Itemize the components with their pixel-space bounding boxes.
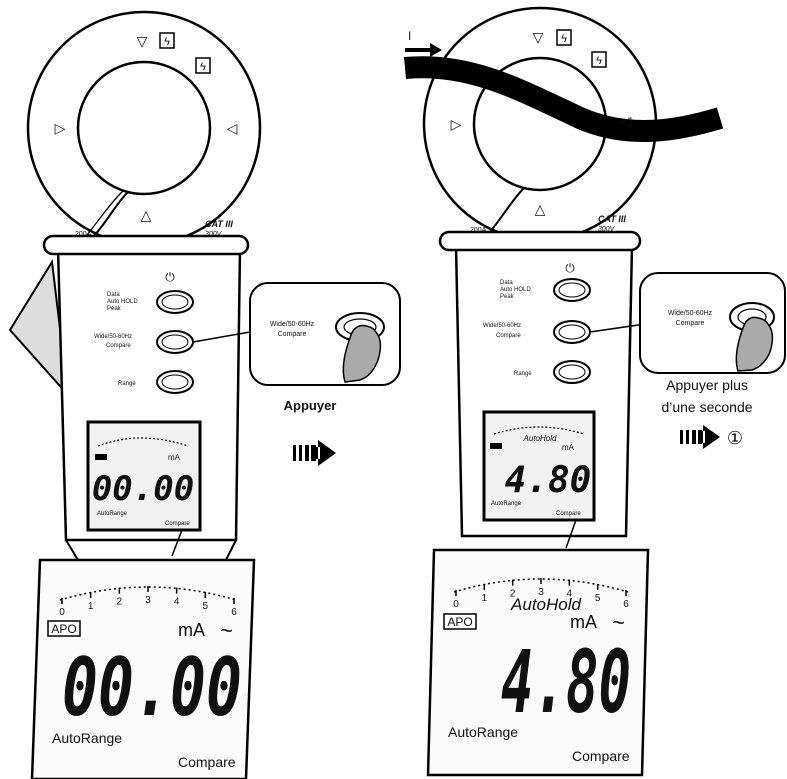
right-large-apo: APO xyxy=(447,615,472,629)
right-hold-label-2: Auto HOLD xyxy=(500,287,531,293)
left-marker-top: ▽ xyxy=(137,33,148,49)
right-meter-collar xyxy=(440,232,640,250)
left-meter-collar xyxy=(44,236,248,254)
left-large-scale-label: 0 xyxy=(59,607,65,618)
right-lightning-icon-1: ϟ xyxy=(561,33,567,45)
right-small-autohold: AutoHold xyxy=(523,434,557,443)
right-cat-rating: CAT III xyxy=(598,214,626,224)
left-wide-label-2: Compare xyxy=(106,343,131,349)
left-marker-right: ◁ xyxy=(227,120,238,136)
left-range-label: Range xyxy=(118,381,136,387)
left-large-scale-label: 1 xyxy=(88,601,94,612)
right-small-compare: Compare xyxy=(556,511,581,517)
right-large-unit: mA xyxy=(570,612,597,632)
right-range-label: Range xyxy=(514,371,532,377)
right-wide-label-1: Wide/50-60Hz xyxy=(483,323,521,329)
right-small-unit: mA xyxy=(562,443,575,452)
left-large-apo: APO xyxy=(51,622,76,636)
right-small-reading: 4.80 xyxy=(505,460,592,501)
right-lightning-icon-2: ϟ xyxy=(596,55,602,67)
current-label: I xyxy=(408,29,411,43)
right-hold-label-3: Peak xyxy=(500,294,515,300)
left-hold-label-1: Data xyxy=(107,292,120,298)
left-lightning-icon-1: ϟ xyxy=(164,36,170,48)
left-small-autorange: AutoRange xyxy=(97,511,128,517)
left-large-scale-label: 3 xyxy=(145,595,151,606)
step2-next-marker: ① xyxy=(727,428,743,448)
left-meter-lower-body xyxy=(66,540,236,560)
right-callout-line1: Wide/50-60Hz xyxy=(668,310,713,317)
right-large-reading: 4.80 xyxy=(501,633,631,733)
right-marker-right: ◁ xyxy=(621,113,632,129)
step1-arrow-icon xyxy=(293,440,336,466)
left-callout-line1: Wide/50-60Hz xyxy=(270,321,315,328)
left-marker-bottom: △ xyxy=(141,207,152,223)
right-large-compare: Compare xyxy=(572,748,630,764)
right-power-icon: ⏻ xyxy=(565,261,575,275)
right-small-autorange: AutoRange xyxy=(491,501,522,507)
left-lightning-icon-2: ϟ xyxy=(200,61,206,73)
left-hold-label-2: Auto HOLD xyxy=(107,299,138,305)
left-small-apo xyxy=(95,454,107,460)
left-small-reading: 00.00 xyxy=(92,469,194,509)
left-jaw-inner xyxy=(78,62,210,194)
current-arrow-icon xyxy=(405,43,442,57)
left-large-unit: mA xyxy=(178,620,205,640)
step1-instruction: Appuyer xyxy=(284,398,337,413)
left-large-scale-label: 4 xyxy=(174,597,180,608)
right-marker-left: ▷ xyxy=(451,116,462,132)
right-callout-line2: Compare xyxy=(676,320,705,327)
left-large-autorange: AutoRange xyxy=(52,730,122,746)
left-large-scale-label: 2 xyxy=(117,597,123,608)
right-small-apo xyxy=(490,443,502,449)
left-small-unit: mA xyxy=(168,453,181,462)
step2-instruction-line1: Appuyer plus xyxy=(666,377,748,393)
right-large-ac: ~ xyxy=(612,610,625,635)
left-cat-rating: CAT III xyxy=(205,219,233,229)
left-large-ac: ~ xyxy=(220,618,233,643)
right-large-autorange: AutoRange xyxy=(448,724,518,740)
right-large-scale-label: 0 xyxy=(453,599,459,610)
right-marker-bottom: △ xyxy=(535,201,546,217)
left-button-callout: Wide/50-60Hz Compare xyxy=(250,283,400,385)
step2-instruction-line2: d’une seconde xyxy=(661,399,752,415)
step2-arrow-icon xyxy=(680,425,720,449)
right-button-callout: Wide/50-60Hz Compare xyxy=(640,273,785,373)
left-large-scale-label: 6 xyxy=(231,607,237,618)
left-large-scale-label: 5 xyxy=(203,601,209,612)
left-small-compare: Compare xyxy=(165,521,190,527)
left-hold-label-3: Peak xyxy=(107,306,122,312)
right-large-scale-label: 6 xyxy=(623,599,629,610)
right-wide-label-2: Compare xyxy=(496,333,521,339)
right-marker-top: ▽ xyxy=(533,29,544,45)
left-callout-line2: Compare xyxy=(278,331,307,338)
right-large-scale-label: 5 xyxy=(595,593,601,604)
left-large-compare: Compare xyxy=(178,754,236,770)
left-large-reading: 00.00 xyxy=(62,641,242,734)
left-marker-left: ▷ xyxy=(55,120,66,136)
left-large-display: 0 1 2 3 4 5 6 APO mA ~ 00.00 AutoRange Compare xyxy=(32,560,254,779)
left-wide-label-1: Wide/50-60Hz xyxy=(94,334,132,340)
right-hold-label-1: Data xyxy=(500,280,513,286)
left-power-icon: ⏻ xyxy=(165,270,175,284)
right-large-scale-label: 1 xyxy=(482,593,488,604)
